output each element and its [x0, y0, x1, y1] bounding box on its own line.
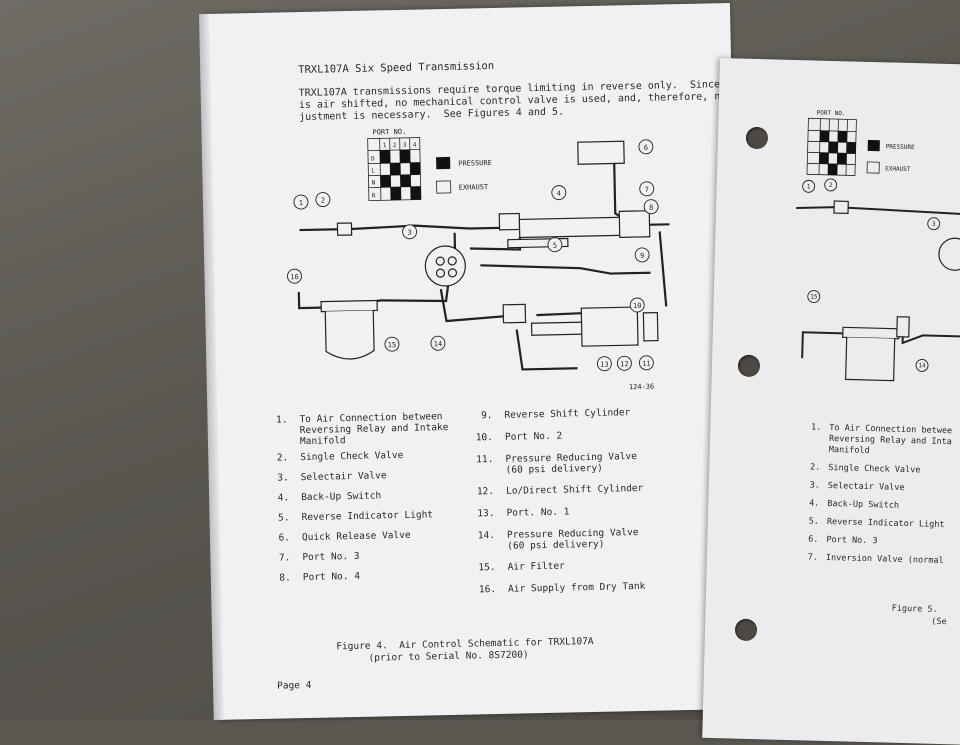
callout-9: 9	[640, 252, 644, 260]
callout-12: 12	[620, 360, 629, 368]
callout-7: 7	[645, 186, 649, 194]
fig5-callout-15: 15	[810, 293, 818, 300]
fig5-caption-line-2: (Se	[931, 616, 947, 628]
fig5-callout-3: 3	[932, 221, 936, 228]
binder-hole-middle	[737, 354, 761, 378]
fig5-part-item-3: 3.Selectair Valve	[809, 480, 905, 493]
callout-11: 11	[642, 360, 651, 368]
drawing-code: 124-36	[629, 383, 654, 392]
fig5-legend-port-title: PORT NO.	[817, 110, 846, 118]
legend-row-r: R	[372, 192, 376, 199]
part-item-8: 8.Port No. 4	[279, 570, 361, 584]
fig5-callout-1: 1	[807, 183, 811, 190]
binder-hole-top	[745, 126, 769, 150]
callout-1: 1	[299, 199, 303, 207]
callout-5: 5	[553, 242, 557, 250]
fig5-part-item-4: 4.Back-Up Switch	[808, 498, 900, 511]
fig5-part-item-7: 7.Inversion Valve (normal	[807, 552, 944, 567]
fig5-caption-line-1: Figure 5.	[891, 603, 938, 615]
legend-row-l: L	[371, 167, 375, 174]
part-item-14: 14.Pressure Reducing Valve (60 psi deliv…	[477, 527, 639, 552]
air-control-schematic: PORT NO. 1 2 3 4 D L N R	[287, 128, 670, 392]
part-item-7: 7.Port No. 3	[278, 550, 360, 564]
manual-page-left: TRXL107A Six Speed Transmission TRXL107A…	[199, 3, 768, 720]
fig5-part-item-2: 2.Single Check Valve	[809, 462, 921, 476]
legend-col-3: 3	[403, 142, 407, 149]
legend-port-title: PORT NO.	[372, 128, 406, 137]
fig5-callout-2: 2	[829, 182, 833, 189]
legend-row-d: D	[371, 155, 375, 162]
page-header: TRXL107A Six Speed Transmission	[298, 59, 495, 77]
binder-hole-bottom	[734, 618, 758, 642]
fig5-part-item-5: 5.Reverse Indicator Light	[808, 516, 945, 531]
page-number: Page 4	[276, 679, 312, 692]
part-item-2: 2.Single Check Valve	[276, 449, 404, 464]
part-item-12: 12.Lo/Direct Shift Cylinder	[476, 482, 644, 498]
legend-exhaust-label: EXHAUST	[459, 183, 489, 192]
legend-row-n: N	[372, 179, 376, 186]
part-item-11: 11.Pressure Reducing Valve (60 psi deliv…	[476, 451, 638, 476]
air-control-schematic-fig5: PORT NO. PRESSURE EXHAUST	[796, 110, 960, 382]
callout-8: 8	[649, 204, 653, 212]
part-item-5: 5.Reverse Indicator Light	[278, 509, 434, 524]
part-item-1: 1.To Air Connection between Reversing Re…	[275, 411, 449, 448]
fig5-callout-14: 14	[918, 362, 926, 369]
fig5-legend-pressure: PRESSURE	[886, 143, 915, 151]
part-item-16: 16.Air Supply from Dry Tank	[478, 580, 646, 596]
fig5-legend-exhaust: EXHAUST	[885, 165, 911, 173]
fig5-part-item-6: 6.Port No. 3	[808, 534, 878, 547]
legend-col-4: 4	[413, 142, 417, 149]
part-item-6: 6.Quick Release Valve	[278, 529, 411, 544]
part-item-3: 3.Selectair Valve	[277, 470, 387, 484]
callout-14: 14	[434, 340, 443, 348]
callout-16: 16	[290, 273, 299, 281]
legend-col-1: 1	[383, 142, 387, 149]
part-item-15: 15.Air Filter	[478, 560, 565, 574]
legend-col-2: 2	[393, 142, 397, 149]
part-item-4: 4.Back-Up Switch	[277, 490, 382, 504]
callout-2: 2	[321, 197, 325, 205]
callout-15: 15	[388, 341, 397, 349]
callout-4: 4	[557, 190, 561, 198]
pressure-swatch	[436, 156, 451, 170]
callout-3: 3	[407, 229, 411, 237]
exhaust-swatch	[436, 180, 452, 194]
part-item-10: 10.Port No. 2	[475, 430, 563, 444]
callout-10: 10	[633, 302, 642, 310]
fig5-part-item-1: 1.To Air Connection betwee Reversing Rel…	[810, 422, 953, 457]
callout-6: 6	[644, 144, 648, 152]
figure-caption-line-2: (prior to Serial No. 8S7200)	[368, 649, 529, 664]
part-item-13: 13.Port. No. 1	[477, 506, 570, 520]
part-item-9: 9.Reverse Shift Cylinder	[480, 407, 631, 422]
manual-page-right: PORT NO. PRESSURE EXHAUST	[702, 58, 960, 745]
callout-13: 13	[600, 361, 609, 369]
legend-pressure-label: PRESSURE	[458, 159, 492, 168]
